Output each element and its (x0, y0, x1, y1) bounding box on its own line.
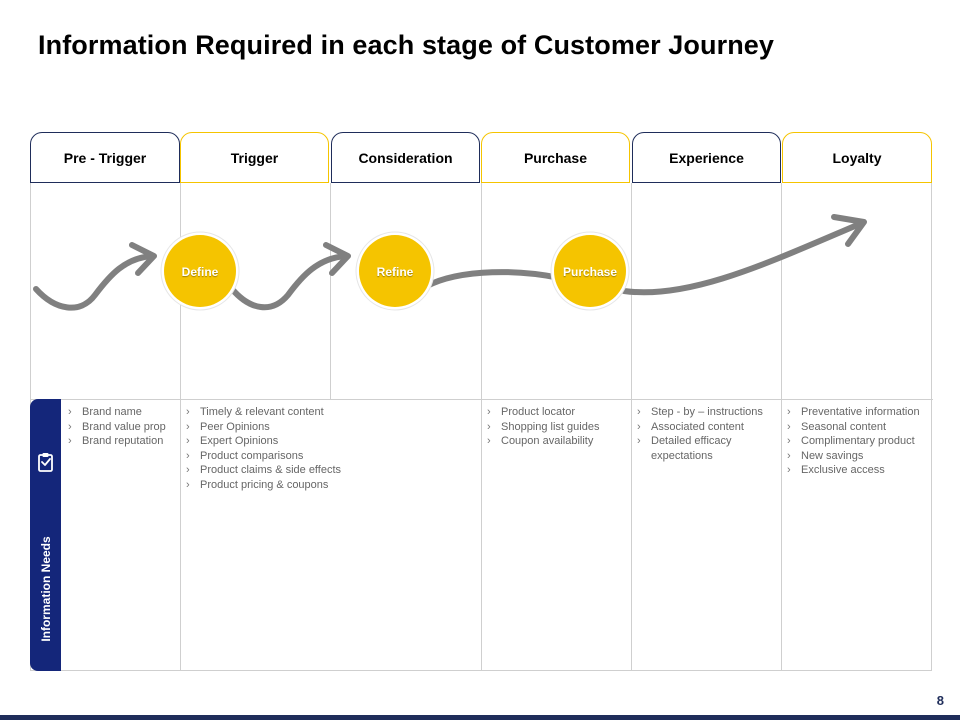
list-item: Brand value prop (63, 420, 175, 435)
stage-header-consideration: Consideration (331, 132, 480, 183)
list-item: Expert Opinions (181, 434, 471, 449)
stage-header-pre-trigger: Pre - Trigger (30, 132, 180, 183)
stage-header-trigger: Trigger (180, 132, 329, 183)
needs-list-loyalty: Preventative information Seasonal conten… (782, 405, 922, 478)
milestone-purchase (550, 231, 630, 311)
footer-bar (0, 715, 960, 720)
milestone-label-refine: Refine (376, 265, 414, 279)
list-item: Peer Opinions (181, 420, 471, 435)
list-item: Product locator (482, 405, 627, 420)
list-item: Product claims & side effects (181, 463, 471, 478)
stage-headers: Pre - Trigger Trigger Consideration Purc… (30, 132, 932, 183)
needs-list-experience: Step - by – instructions Associated cont… (632, 405, 774, 463)
information-needs-label: Information Needs (38, 536, 53, 642)
flow-arrow-segment (417, 269, 563, 293)
list-item: Preventative information (782, 405, 922, 420)
grid-row-divider (31, 399, 933, 400)
list-item: Seasonal content (782, 420, 922, 435)
flow-arrow-segment (229, 253, 349, 311)
flow-arrow-segment (33, 253, 155, 311)
list-item: New savings (782, 449, 922, 464)
list-item: Complimentary product (782, 434, 922, 449)
clipboard-check-icon (38, 453, 53, 472)
page-title: Information Required in each stage of Cu… (38, 30, 775, 60)
list-item: Product pricing & coupons (181, 478, 471, 493)
list-item: Product comparisons (181, 449, 471, 464)
milestone-refine (355, 231, 435, 311)
flow-arrow-segment (621, 220, 865, 296)
stage-header-loyalty: Loyalty (782, 132, 932, 183)
needs-list-purchase: Product locator Shopping list guides Cou… (482, 405, 627, 449)
grid-divider (330, 183, 331, 399)
arrow-head (323, 242, 351, 276)
needs-list-pre-trigger: Brand name Brand value prop Brand reputa… (63, 405, 175, 449)
list-item: Brand name (63, 405, 175, 420)
arrow-head (831, 214, 867, 247)
list-item: Coupon availability (482, 434, 627, 449)
list-item: Detailed efficacy expectations (632, 434, 774, 463)
milestone-label-purchase: Purchase (562, 265, 618, 279)
arrow-head (129, 242, 157, 276)
page-number: 8 (936, 693, 944, 708)
list-item: Step - by – instructions (632, 405, 774, 420)
list-item: Brand reputation (63, 434, 175, 449)
information-needs-band: Information Needs (30, 399, 61, 671)
stage-header-purchase: Purchase (481, 132, 630, 183)
list-item: Timely & relevant content (181, 405, 471, 420)
list-item: Exclusive access (782, 463, 922, 478)
list-item: Associated content (632, 420, 774, 435)
stage-header-experience: Experience (632, 132, 781, 183)
milestone-define (160, 231, 240, 311)
milestone-label-define: Define (181, 265, 219, 279)
needs-list-trigger-consideration: Timely & relevant content Peer Opinions … (181, 405, 471, 492)
list-item: Shopping list guides (482, 420, 627, 435)
